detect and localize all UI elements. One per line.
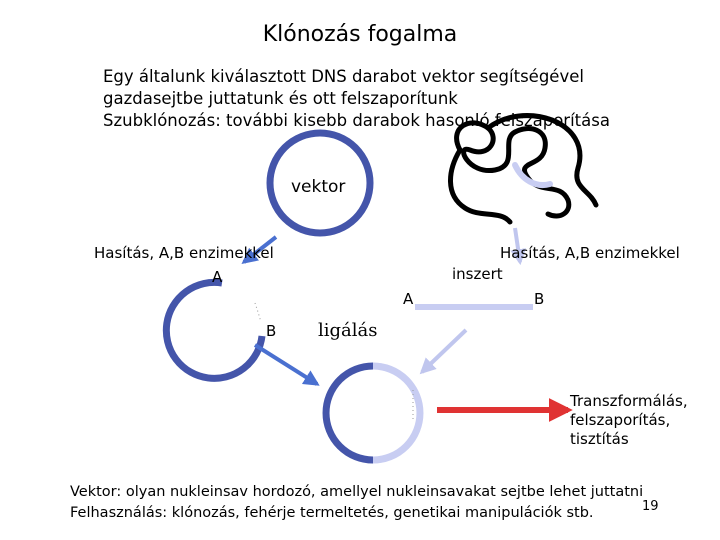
cut-right-label: Hasítás, A,B enzimekkel bbox=[500, 244, 680, 262]
transformation-label: Transzformálás, felszaporítás, tisztítás bbox=[570, 392, 688, 449]
cut-left-label: Hasítás, A,B enzimekkel bbox=[94, 244, 274, 262]
ligation-arrow-vector bbox=[253, 343, 320, 386]
ligation-label: ligálás bbox=[318, 320, 378, 341]
transformation-line-2: felszaporítás, bbox=[570, 411, 671, 429]
recombinant-vector-arc bbox=[322, 362, 374, 464]
intro-line-2: gazdasejtbe juttatunk és ott felszaporít… bbox=[103, 89, 458, 108]
page-number: 19 bbox=[642, 499, 659, 514]
genomic-dna-tangle bbox=[448, 113, 599, 225]
ligation-arrow-insert bbox=[419, 328, 468, 375]
vector-arc-gap-dots bbox=[254, 302, 262, 323]
vector-plasmid-circle bbox=[266, 129, 374, 237]
recombinant-insert-arc bbox=[372, 362, 424, 464]
site-a-right-label: A bbox=[403, 290, 414, 308]
transformation-line-1: Transzformálás, bbox=[570, 392, 688, 410]
site-b-right-label: B bbox=[534, 290, 545, 308]
transformation-line-3: tisztítás bbox=[570, 430, 629, 448]
page-title: Klónozás fogalma bbox=[262, 22, 458, 47]
footer-line-1: Vektor: olyan nukleinsav hordozó, amelly… bbox=[70, 484, 644, 500]
cut-left-arrow bbox=[241, 235, 278, 264]
vektor-label: vektor bbox=[291, 177, 346, 197]
opened-vector-arc bbox=[162, 278, 266, 382]
site-b-left-label: B bbox=[266, 322, 277, 340]
cut-right-arrow bbox=[510, 227, 527, 266]
footer-line-2: Felhasználás: klónozás, fehérje termelte… bbox=[70, 505, 594, 521]
site-a-left-label: A bbox=[212, 268, 223, 286]
inszert-label: inszert bbox=[452, 265, 503, 283]
intro-line-1: Egy általunk kiválasztott DNS darabot ve… bbox=[103, 67, 584, 86]
insert-segment-in-genome bbox=[512, 162, 553, 188]
